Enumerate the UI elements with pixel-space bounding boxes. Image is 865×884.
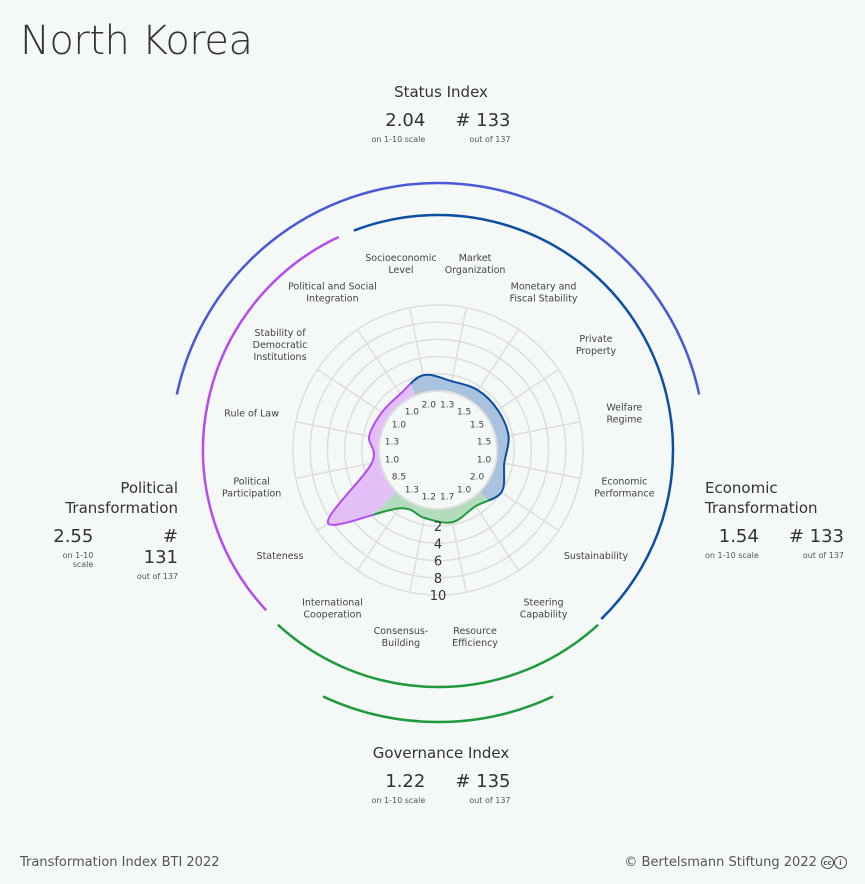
criterion-label: Stateness (257, 551, 304, 562)
grid-spoke (356, 329, 406, 402)
political-scale: on 1-10 scale (62, 551, 94, 569)
status-index-arc (175, 181, 701, 395)
page-title: North Korea (20, 18, 253, 64)
value-label: 1.2 (422, 493, 436, 503)
political-rank: # 131 (143, 526, 178, 568)
grid-spoke (295, 460, 381, 480)
economic-scale: on 1-10 scale (705, 551, 759, 560)
economic-out-of: out of 137 (802, 551, 844, 560)
grid-spoke (495, 420, 581, 440)
criterion-label: Consensus-Building (374, 626, 429, 649)
grid-spoke (470, 329, 520, 402)
grid-spoke (408, 507, 428, 593)
criterion-label: Sustainability (564, 551, 629, 562)
value-label: 2.0 (422, 400, 437, 410)
economic-score: 1.54 (718, 526, 759, 547)
governance-index-scale: on 1-10 scale (371, 796, 426, 805)
scale-tick-label: 4 (434, 537, 442, 552)
grid-spoke (486, 368, 559, 418)
political-out-of: out of 137 (136, 572, 178, 581)
status-index: Status Index 2.04 on 1-10 scale # 133 out … (341, 82, 541, 144)
political-name-2: Transformation (65, 499, 178, 517)
criterion-label: Rule of Law (224, 408, 279, 419)
value-label: 1.0 (477, 456, 492, 466)
economic-arc (353, 213, 675, 620)
governance-index-score: 1.22 (385, 771, 426, 792)
grid-spoke (295, 420, 381, 440)
value-label: 1.3 (385, 437, 399, 447)
political-score: 2.55 (53, 526, 94, 547)
governance-index-rank: # 135 (455, 771, 511, 792)
status-index-out-of: out of 137 (469, 135, 511, 144)
grid-spoke (470, 498, 520, 571)
status-index-name: Status Index (394, 83, 488, 101)
governance-index-name: Governance Index (372, 744, 510, 762)
grid-spoke (356, 498, 406, 571)
by-icon: i (834, 856, 847, 869)
economic-rank: # 133 (788, 526, 844, 547)
political-arc (201, 235, 340, 612)
grid-ring (361, 373, 515, 527)
grid-spoke (317, 368, 390, 418)
status-index-scale: on 1-10 scale (371, 135, 426, 144)
governance-index: Governance Index 1.22 on 1-10 scale # 135… (341, 743, 541, 805)
governance-arc (277, 623, 599, 689)
value-label: 8.5 (392, 473, 406, 483)
political-transformation: Political Transformation 2.55 on 1-10 sca… (40, 478, 178, 581)
grid-ring (343, 355, 533, 545)
economic-name-2: Transformation (705, 499, 818, 517)
governance-index-out-of: out of 137 (469, 796, 511, 805)
value-label: 1.5 (477, 437, 491, 447)
status-index-rank: # 133 (455, 110, 511, 131)
value-label: 1.0 (392, 420, 407, 430)
scale-tick-label: 2 (434, 520, 442, 535)
value-label: 1.0 (385, 456, 400, 466)
footer-source: Transformation Index BTI 2022 (20, 855, 220, 870)
economic-transformation: Economic Transformation 1.54 on 1-10 scal… (705, 478, 845, 560)
value-label: 1.7 (440, 493, 454, 503)
cc-icon: cc (821, 856, 834, 869)
scale-tick-label: 6 (434, 555, 442, 570)
grid-spoke (495, 460, 581, 480)
value-label: 1.3 (440, 400, 454, 410)
status-index-score: 2.04 (385, 110, 426, 131)
value-label: 1.5 (470, 420, 484, 430)
economic-name-1: Economic (705, 479, 778, 497)
governance-index-arc (322, 695, 554, 724)
grid-spoke (448, 307, 468, 393)
inner-circle (378, 390, 498, 510)
political-name-1: Political (120, 479, 178, 497)
value-label: 2.0 (470, 473, 485, 483)
grid-ring (309, 321, 567, 579)
political-outline (327, 373, 438, 526)
value-label: 1.0 (457, 486, 472, 496)
value-label: 1.3 (405, 486, 419, 496)
scale-tick-label: 8 (434, 572, 442, 587)
value-label: 1.5 (457, 407, 471, 417)
footer-copyright: © Bertelsmann Stiftung 2022 (624, 855, 817, 870)
governance-outline (327, 450, 510, 526)
grid-ring (292, 304, 584, 596)
scale-tick-label: 10 (430, 589, 447, 604)
grid-ring (326, 338, 550, 562)
value-label: 1.0 (405, 407, 420, 417)
